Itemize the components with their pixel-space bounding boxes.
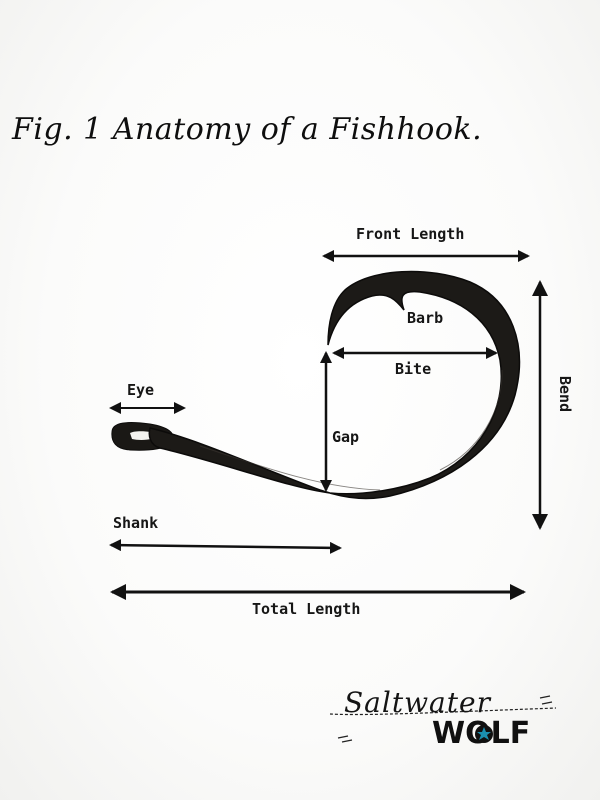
fishhook-shape: [111, 270, 521, 500]
shank-arrow: [109, 539, 342, 554]
saltwater-wolf-logo: Saltwater WOLF: [328, 686, 560, 756]
figure-title: Fig. 1 Anatomy of a Fishhook.: [12, 112, 483, 147]
label-barb: Barb: [407, 309, 444, 327]
logo-swoosh-icon: [329, 695, 557, 743]
label-bite: Bite: [395, 360, 432, 378]
label-eye: Eye: [127, 381, 155, 399]
wolf-star-icon: [475, 725, 493, 743]
hook-body: [148, 270, 521, 500]
label-bend: Bend: [556, 376, 574, 413]
label-shank: Shank: [113, 514, 159, 532]
logo-script-text: Saltwater: [344, 686, 491, 719]
label-total-length: Total Length: [252, 600, 361, 618]
label-gap: Gap: [332, 428, 360, 446]
label-front-length: Front Length: [356, 225, 465, 243]
